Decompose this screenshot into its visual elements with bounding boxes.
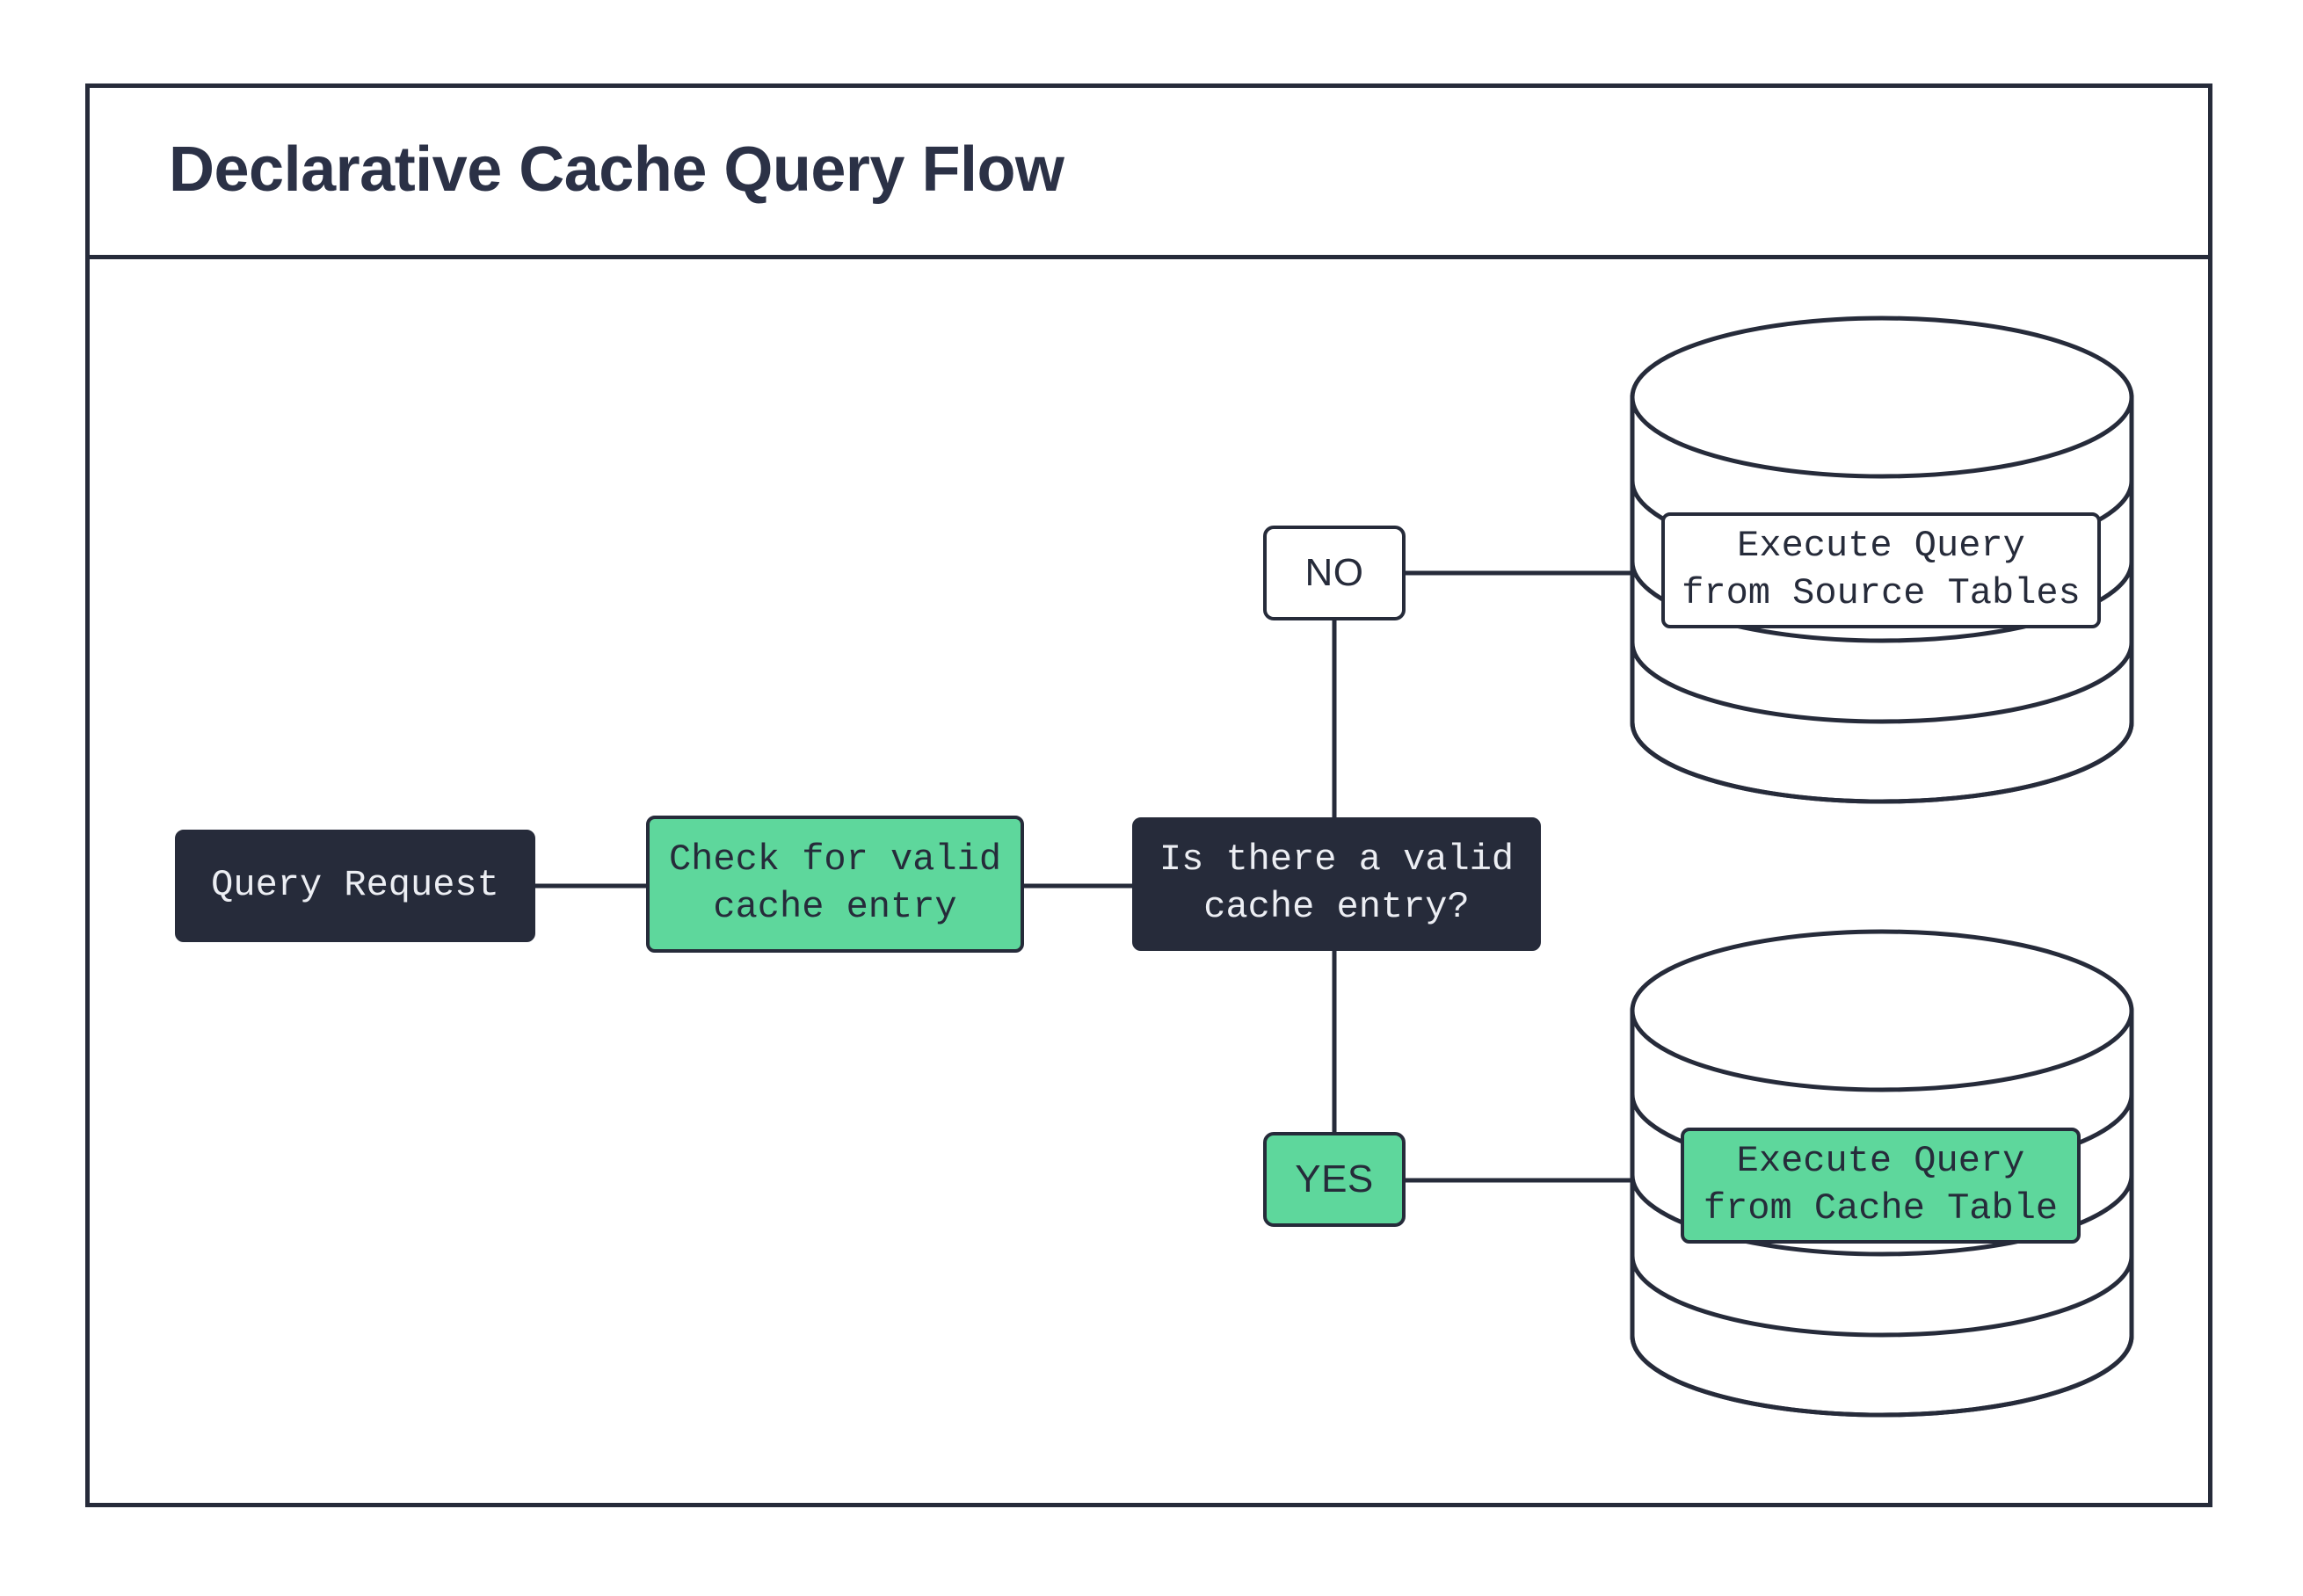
node-cache-table-label: Execute Query from Cache Table (1703, 1140, 2059, 1230)
node-query-request[interactable]: Query Request (175, 830, 535, 942)
edge-label-no[interactable]: NO (1263, 526, 1406, 620)
node-check-cache-label: Check for valid cache entry (668, 838, 1002, 928)
edge-label-yes[interactable]: YES (1263, 1132, 1406, 1227)
node-source-tables-label: Execute Query from Source Tables (1682, 525, 2081, 614)
node-execute-query-from-source-tables[interactable]: Execute Query from Source Tables (1661, 512, 2101, 628)
node-query-request-label: Query Request (211, 864, 499, 907)
page-title: Declarative Cache Query Flow (169, 134, 1064, 205)
node-execute-query-from-cache-table[interactable]: Execute Query from Cache Table (1681, 1128, 2081, 1244)
edge-label-no-text: NO (1304, 551, 1364, 594)
diagram-frame (85, 83, 2212, 1507)
edge-label-yes-text: YES (1295, 1157, 1374, 1201)
node-decision-label: Is there a valid cache entry? (1159, 838, 1515, 928)
node-check-for-valid-cache-entry[interactable]: Check for valid cache entry (646, 816, 1024, 953)
title-bar: Declarative Cache Query Flow (85, 83, 2212, 259)
node-is-there-a-valid-cache-entry[interactable]: Is there a valid cache entry? (1132, 817, 1541, 951)
